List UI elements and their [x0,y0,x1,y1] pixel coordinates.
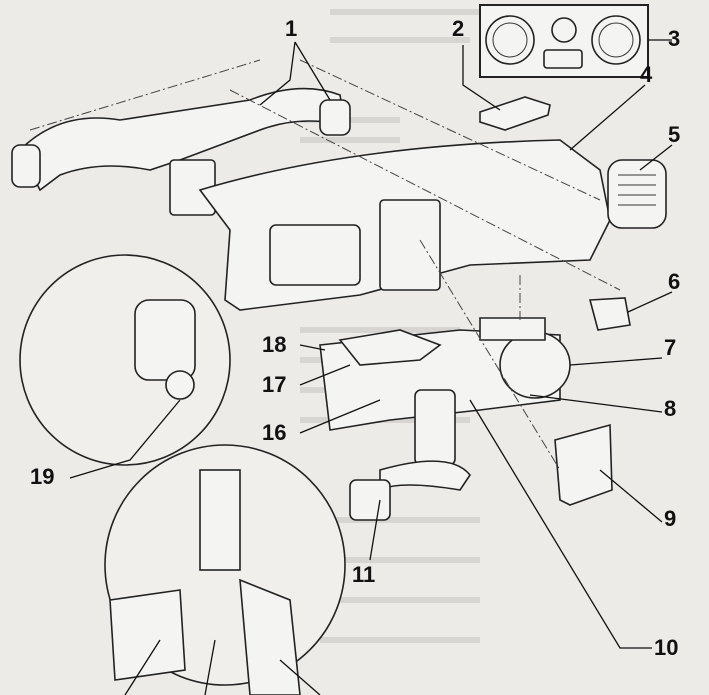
callout-1: 1 [285,16,298,41]
callout-17: 17 [262,372,287,397]
callout-8: 8 [664,396,677,421]
callout-5: 5 [668,122,681,147]
callout-11: 11 [352,562,376,587]
callout-3: 3 [668,26,681,51]
callout-10: 10 [654,635,679,660]
detail-circle-left [19,254,231,466]
callout-19: 19 [30,464,55,489]
center-vent [554,423,613,506]
callout-4: 4 [640,62,653,87]
callout-16: 16 [262,420,287,445]
callout-6: 6 [668,269,681,294]
side-vent [607,159,667,229]
callout-9: 9 [664,506,677,531]
guide-lines [29,59,621,471]
callout-18: 18 [262,332,287,357]
callout-7: 7 [664,335,677,360]
leader-lines [69,39,673,695]
callout-2: 2 [452,16,465,41]
